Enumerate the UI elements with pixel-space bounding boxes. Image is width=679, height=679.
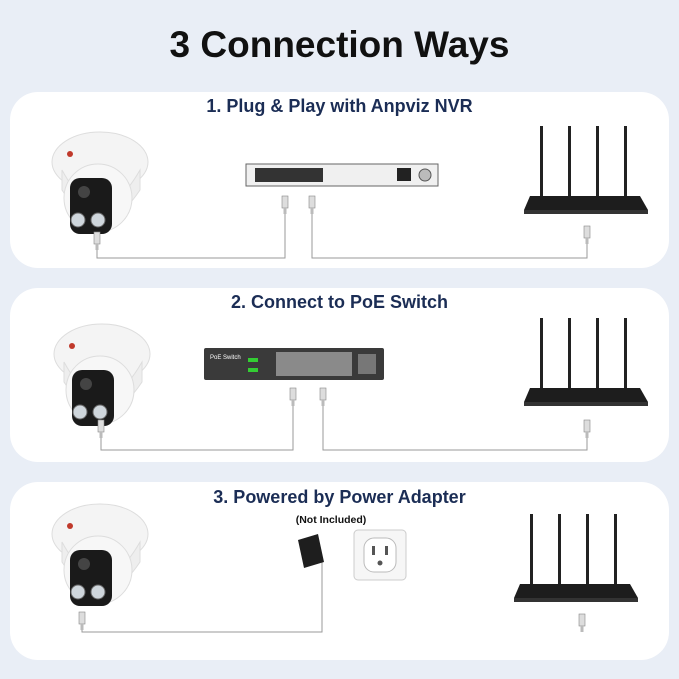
- router-2: [524, 318, 648, 406]
- section-title-poe: 2. Connect to PoE Switch: [230, 292, 449, 312]
- section-title-adapter: 3. Powered by Power Adapter: [213, 487, 466, 507]
- camera-3: [51, 503, 149, 607]
- power-adapter: [298, 534, 324, 568]
- nvr-recorder: [245, 163, 439, 187]
- poe-switch: PoE Switch: [204, 348, 384, 380]
- not-included-note: (Not Included): [295, 514, 367, 526]
- section-title-nvr: 1. Plug & Play with Anpviz NVR: [206, 96, 473, 116]
- camera-2: [53, 323, 151, 427]
- poe-switch-label: PoE Switch: [210, 355, 241, 361]
- camera-1: [51, 131, 149, 235]
- page-title: 3 Connection Ways: [169, 24, 510, 65]
- wall-outlet: [353, 529, 407, 581]
- router-3: [514, 514, 638, 602]
- router-1: [524, 126, 648, 214]
